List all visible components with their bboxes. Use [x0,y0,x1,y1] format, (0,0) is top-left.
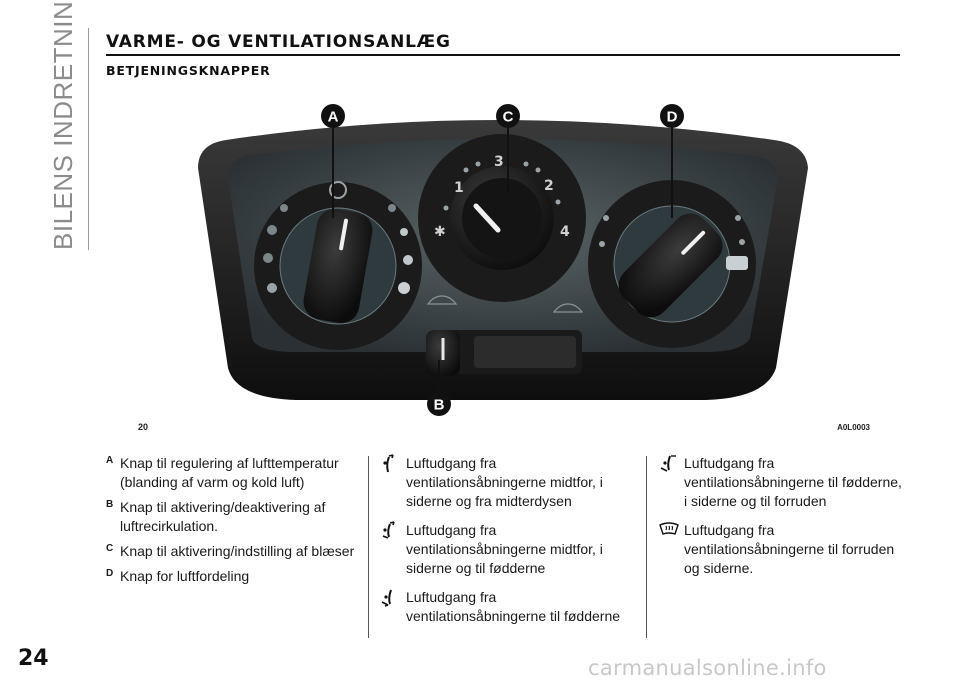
callout-d-label: D [667,109,678,126]
watermark: carmanualsonline.info [588,656,827,680]
airflow-mode-item: Luftudgang fra ventilationsåbningerne mi… [380,521,634,578]
legend-label: B [106,499,114,510]
airflow-modes-column: Luftudgang fra ventilationsåbningerne ti… [658,454,908,588]
figure-number: 20 [138,422,149,432]
callout-b-label: B [434,397,445,414]
airflow-mode-item: Luftudgang fra ventilationsåbningerne ti… [658,521,908,578]
legend-label: D [106,568,114,579]
airflow-mode-item: Luftudgang fra ventilationsåbningerne mi… [380,454,634,511]
legend-item: C Knap til aktivering/indstilling af blæ… [106,542,360,561]
vent-center-sides-upper-icon [383,454,394,473]
svg-text:2: 2 [544,178,554,194]
airflow-mode-text: Luftudgang fra ventilationsåbningerne mi… [406,522,603,576]
vent-feet-icon [381,589,392,607]
climate-panel-illustration: ✱ 1 2 4 3 A C [198,104,808,416]
svg-text:4: 4 [560,224,570,240]
defrost-windshield-icon [659,522,679,535]
legend-text: Knap til regulering af lufttemperatur (b… [120,455,339,490]
callout-a-label: A [328,109,339,126]
airflow-mode-text: Luftudgang fra ventilationsåbningerne mi… [406,455,603,509]
airflow-mode-item: Luftudgang fra ventilationsåbningerne ti… [658,454,908,511]
callout-c-label: C [503,109,514,126]
fan-knob-indicator [473,203,501,233]
svg-text:3: 3 [494,154,504,170]
legend-text: Knap til aktivering/deaktivering af luft… [120,499,326,534]
callout-d: D [660,104,684,128]
legend-item: B Knap til aktivering/deaktivering af lu… [106,498,360,536]
column-divider [646,456,647,638]
figure-id: A0L0003 [837,423,870,432]
chapter-side-title: BILENS INDRETNING [48,0,78,250]
temperature-knob [303,208,373,324]
section-title: VARME- OG VENTILATIONSANLÆG [106,32,451,52]
svg-text:1: 1 [454,180,464,196]
airflow-mode-text: Luftudgang fra ventilationsåbningerne ti… [684,522,895,576]
column-divider [368,456,369,638]
page-number: 24 [18,646,49,671]
callout-b: B [427,392,451,416]
title-rule [106,54,900,56]
airflow-modes-column: Luftudgang fra ventilationsåbningerne mi… [380,454,634,636]
vent-center-feet-icon [382,521,395,539]
section-subtitle: BETJENINGSKNAPPER [106,63,271,78]
svg-text:✱: ✱ [434,224,446,240]
airflow-mode-text: Luftudgang fra ventilationsåbningerne ti… [406,589,621,624]
climate-control-figure: ✱ 1 2 4 3 A C [106,98,900,436]
airflow-mode-text: Luftudgang fra ventilationsåbningerne ti… [684,455,902,509]
section-header: VARME- OG VENTILATIONSANLÆG BETJENINGSKN… [106,32,900,78]
legend-label: C [106,543,114,554]
legend-item: A Knap til regulering af lufttemperatur … [106,454,360,492]
vent-feet-windshield-icon [660,455,676,472]
airflow-mode-item: Luftudgang fra ventilationsåbningerne ti… [380,588,634,626]
chapter-side-rule [88,28,89,250]
legend-label: A [106,455,114,466]
callout-a: A [321,104,345,128]
legend-text: Knap for luftfordeling [120,568,250,584]
legend-column: A Knap til regulering af lufttemperatur … [106,454,360,592]
legend-item: D Knap for luftfordeling [106,567,360,586]
callout-c: C [496,104,520,128]
legend-text: Knap til aktivering/indstilling af blæse… [120,543,355,559]
